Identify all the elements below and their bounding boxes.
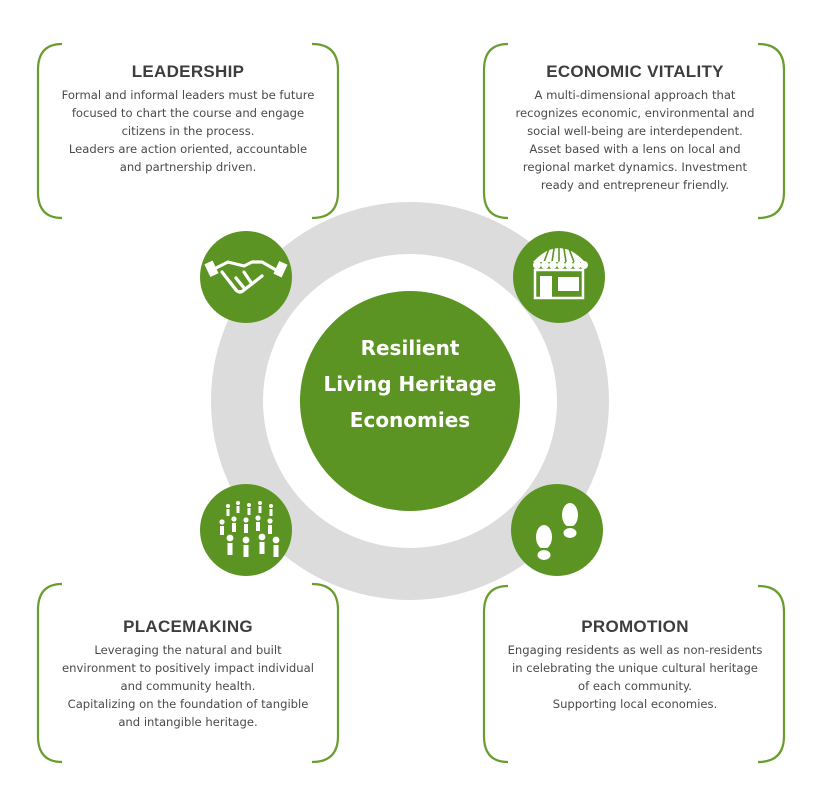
promotion-text-line: of each community. [578,679,692,693]
leadership-text-line: Leaders are action oriented, accountable [68,142,308,156]
economic-vitality-text-line: Asset based with a lens on local and [529,142,741,156]
economic-vitality-text-line: regional market dynamics. Investment [522,160,748,174]
promotion-title: PROMOTION [581,617,689,636]
leadership-text-line: focused to chart the course and engage [71,106,305,120]
people-crowd-icon [200,484,292,576]
economic-vitality-text-line: social well-being are interdependent. [527,124,743,138]
center-circle [300,291,520,511]
promotion-text-line: Supporting local economies. [552,697,718,711]
outer-ring [211,202,609,600]
promotion-text-line: in celebrating the unique cultural herit… [512,661,758,675]
leadership-text-line: and partnership driven. [119,160,257,174]
promotion-box: PROMOTION Engaging residents as well as … [490,617,780,713]
placemaking-text-line: and community health. [120,679,256,693]
placemaking-text-line: environment to positively impact individ… [62,661,314,675]
promotion-box-frame [482,584,786,764]
placemaking-box: PLACEMAKING Leveraging the natural and b… [44,617,332,731]
leadership-text-line: citizens in the process. [121,124,255,138]
leadership-text-line: Formal and informal leaders must be futu… [61,88,315,102]
storefront-icon [513,231,605,323]
leadership-title: LEADERSHIP [131,62,245,81]
center-title: Resilient Living Heritage Economies [300,330,520,438]
placemaking-text-line: Leveraging the natural and built [94,643,282,657]
placemaking-title: PLACEMAKING [123,617,253,636]
economic-vitality-box-frame [482,42,786,220]
placemaking-box-frame [36,582,340,764]
center-title-line: Living Heritage [323,372,497,396]
leadership-box: LEADERSHIP Formal and informal leaders m… [44,62,332,176]
footprints-icon [511,484,603,576]
economic-vitality-text-line: ready and entrepreneur friendly. [540,178,730,192]
economic-vitality-text-line: recognizes economic, environmental and [515,106,755,120]
leadership-box-frame [36,42,340,220]
economic-vitality-title: ECONOMIC VITALITY [546,62,724,81]
handshake-icon [200,231,292,323]
economic-vitality-box: ECONOMIC VITALITY A multi-dimensional ap… [492,62,778,194]
center-title-line: Resilient [360,336,460,360]
economic-vitality-text-line: A multi-dimensional approach that [534,88,736,102]
placemaking-text-line: Capitalizing on the foundation of tangib… [67,697,309,711]
placemaking-text-line: and intangible heritage. [118,715,258,729]
promotion-text-line: Engaging residents as well as non-reside… [507,643,763,657]
center-title-line: Economies [349,408,471,432]
